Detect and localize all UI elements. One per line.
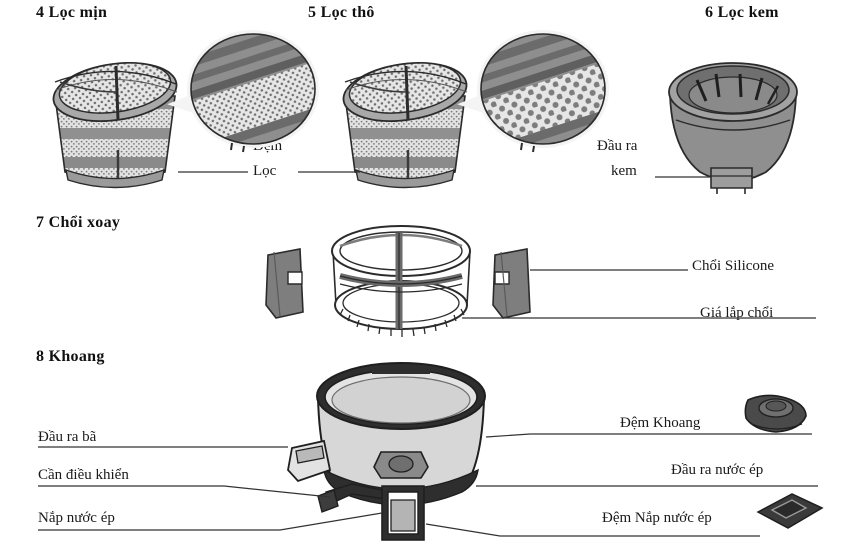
silicone-brush-left [265,248,304,319]
label-brush-holder: Giá lắp chổi [700,305,774,321]
pulp-outlet-spout [287,439,332,483]
leader-juice-cap-gasket [425,523,760,537]
label-pulp-outlet: Đầu ra bã [38,429,97,445]
leader-juice-cap [38,512,383,531]
cream-strainer-drawing [668,62,798,194]
chamber-gasket-part [744,394,807,433]
fine-filter-basket-drawing [52,62,178,189]
juice-cap [381,485,425,541]
rotating-brush-frame-drawing [331,225,471,337]
label-cream-outlet-line2: kem [611,163,637,179]
label-filter-gasket-line2: Lọc [253,163,277,179]
juice-cap-gasket-part [756,493,824,529]
coarse-filter-basket-drawing [342,62,468,189]
section-heading-cream-filter: 6 Lọc kem [705,4,779,21]
label-chamber-gasket: Đệm Khoang [620,415,701,431]
silicone-brush-right [492,248,531,319]
label-cream-outlet-line1: Đầu ra [597,138,638,154]
label-juice-cap: Nắp nước ép [38,510,115,526]
label-control-lever: Cần điều khiển [38,467,129,483]
section-heading-chamber: 8 Khoang [36,348,105,365]
cream-outlet-spout [710,167,753,189]
leader-chamber-gasket [485,433,812,438]
section-heading-coarse-filter: 5 Lọc thô [308,4,375,21]
control-lever [317,483,393,513]
leader-control-lever [38,485,331,498]
coarse-mesh-magnifier [457,30,609,153]
label-juice-outlet: Đầu ra nước ép [671,462,764,478]
label-juice-cap-gasket: Đệm Nắp nước ép [602,510,712,526]
chamber-bowl-drawing [287,362,486,541]
section-heading-rotating-brush: 7 Chổi xoay [36,214,121,231]
label-silicone-brush: Chổi Silicone [692,258,775,274]
fine-mesh-magnifier [167,30,319,153]
section-heading-fine-filter: 4 Lọc mịn [36,4,108,21]
